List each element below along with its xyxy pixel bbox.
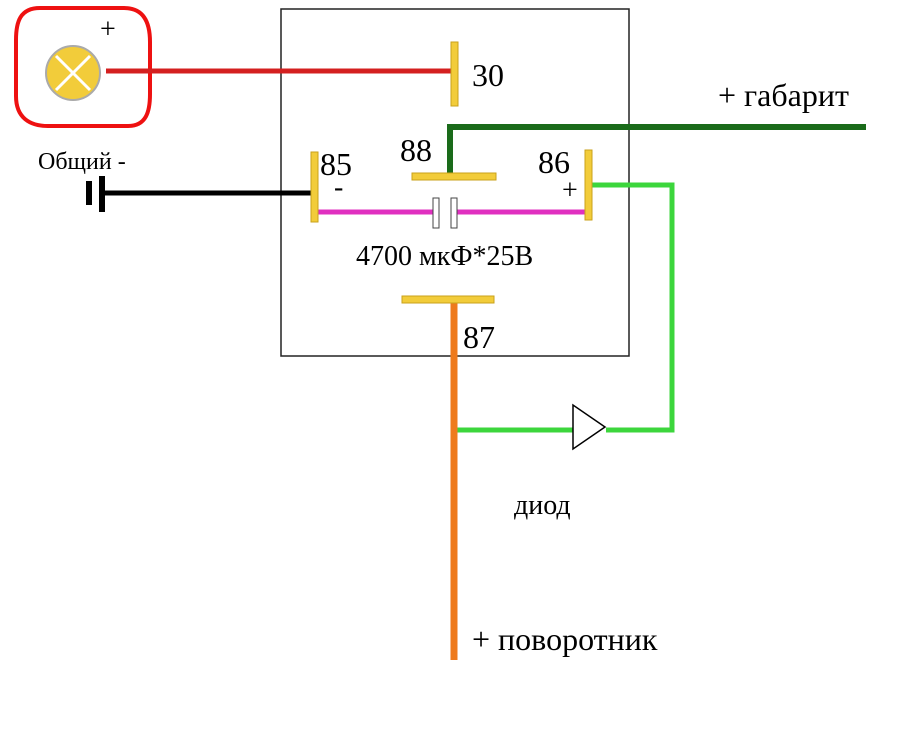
pin-30-label: 30: [472, 57, 504, 93]
terminal-30: [450, 41, 459, 107]
pin-86-label: 86: [538, 144, 570, 180]
pin-87-label: 87: [463, 319, 495, 355]
wire-88-to-gabarit: [447, 124, 866, 177]
pin-85-sign-label: -: [334, 172, 343, 203]
lamp-plus-label: +: [100, 14, 116, 45]
pin-85-label: 85: [320, 146, 352, 182]
diode-icon: [572, 403, 607, 451]
terminal-86: [584, 149, 593, 221]
diode-label: диод: [514, 490, 571, 521]
pin-86-sign-label: +: [562, 175, 578, 206]
highlight-circle: [14, 6, 152, 128]
terminal-85: [310, 151, 319, 223]
ground-symbol-icon: [86, 176, 105, 212]
lamp-icon: [45, 45, 101, 101]
turn-signal-label: + поворотник: [472, 621, 658, 657]
terminal-87: [401, 295, 495, 304]
capacitor-label: 4700 мкФ*25В: [356, 241, 533, 272]
pin-88-label: 88: [400, 132, 432, 168]
wire-86-to-diode: [591, 182, 675, 433]
gabarit-label: + габарит: [718, 77, 849, 113]
capacitor-icon: [432, 197, 458, 229]
common-label: Общий -: [38, 149, 126, 175]
terminal-88: [411, 172, 497, 181]
